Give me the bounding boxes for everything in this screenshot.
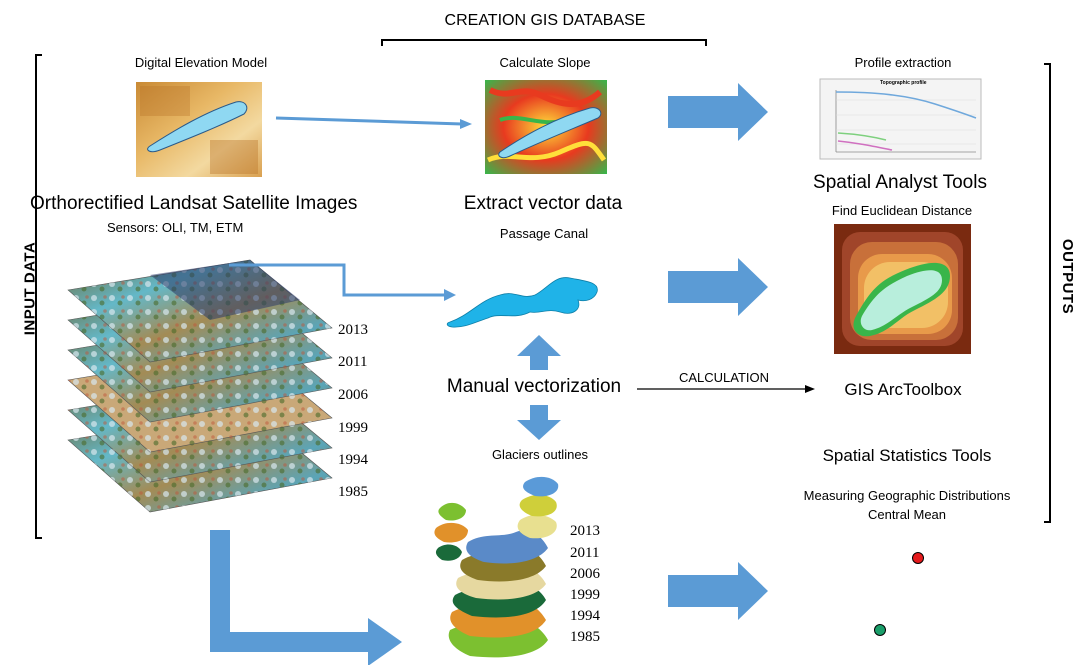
arrow-up xyxy=(517,335,561,370)
mean-point-green xyxy=(874,624,886,636)
calculation-label: CALCULATION xyxy=(678,370,770,385)
outline-year-1999: 1999 xyxy=(570,587,600,603)
input-data-label: INPUT DATA xyxy=(21,241,39,336)
arrow-vector-to-euclid xyxy=(668,258,768,316)
arrow-landsat-to-outlines xyxy=(210,530,402,665)
right-bracket xyxy=(1044,63,1051,523)
spatial-analyst-label: Spatial Analyst Tools xyxy=(813,172,987,193)
outlines-label: Glaciers outlines xyxy=(491,447,589,462)
slope-label: Calculate Slope xyxy=(499,55,591,70)
arrow-down xyxy=(517,405,561,440)
passage-label: Passage Canal xyxy=(499,226,589,241)
year-2011: 2011 xyxy=(338,354,368,370)
year-1999: 1999 xyxy=(338,420,368,436)
year-1985: 1985 xyxy=(338,484,368,500)
mean-point-red xyxy=(912,552,924,564)
arrow-landsat-to-vector xyxy=(229,263,444,297)
profile-chart-title: Topographic profile xyxy=(880,80,927,86)
arrow-outlines-to-mean xyxy=(668,562,768,620)
arrow-dem-to-slope xyxy=(275,116,463,126)
euclid-label: Find Euclidean Distance xyxy=(831,203,973,218)
passage-canal-shape xyxy=(446,277,598,328)
spatial-stats-label: Spatial Statistics Tools xyxy=(822,446,992,465)
year-2006: 2006 xyxy=(338,387,368,403)
outline-year-1994: 1994 xyxy=(570,608,600,624)
top-bracket xyxy=(381,39,707,46)
outline-year-2013: 2013 xyxy=(570,523,600,539)
left-bracket xyxy=(35,54,42,539)
dem-label: Digital Elevation Model xyxy=(134,55,268,70)
dem-image xyxy=(136,82,262,177)
outline-year-1985: 1985 xyxy=(570,629,600,645)
year-1994: 1994 xyxy=(338,452,368,468)
year-2013: 2013 xyxy=(338,322,368,338)
outline-year-2011: 2011 xyxy=(570,545,600,561)
arrow-slope-to-profile xyxy=(668,83,768,141)
profile-chart xyxy=(819,78,982,160)
central-mean-label: Central Mean xyxy=(867,507,947,522)
landsat-title: Orthorectified Landsat Satellite Images xyxy=(30,193,358,214)
landsat-stack xyxy=(67,259,333,513)
outputs-label: OUTPUTS xyxy=(1059,238,1077,315)
profile-label: Profile extraction xyxy=(854,55,952,70)
extract-label: Extract vector data xyxy=(463,193,623,214)
outline-year-2006: 2006 xyxy=(570,566,600,582)
sensors-label: Sensors: OLI, TM, ETM xyxy=(107,220,244,235)
measuring-label: Measuring Geographic Distributions xyxy=(803,488,1011,503)
glacier-outlines xyxy=(434,476,559,658)
arctoolbox-label: GIS ArcToolbox xyxy=(844,380,962,399)
euclid-image xyxy=(834,224,971,354)
slope-image xyxy=(485,80,607,174)
header-title: CREATION GIS DATABASE xyxy=(444,12,646,29)
manual-vectorization-label: Manual vectorization xyxy=(446,376,622,397)
